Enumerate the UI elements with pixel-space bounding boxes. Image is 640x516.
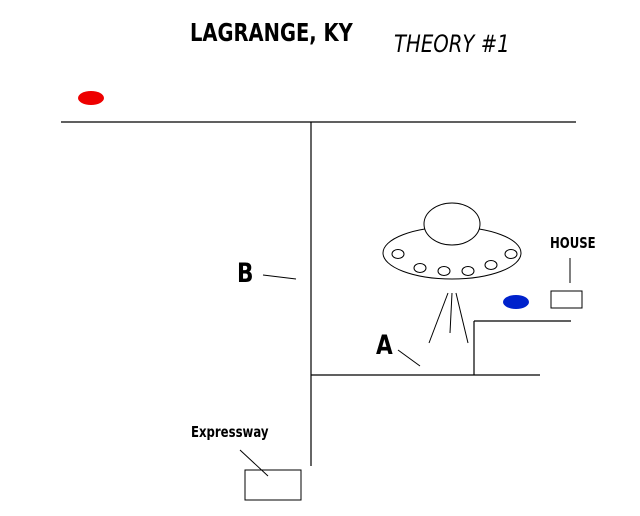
- pointer-expressway: [239, 449, 269, 477]
- pointer-a: [397, 349, 421, 367]
- expressway-label: Expressway: [191, 423, 269, 441]
- theory-label: THEORY #1: [394, 30, 510, 58]
- ufo-light: [413, 263, 427, 273]
- blue-marker: [503, 295, 529, 309]
- ufo-beam: [428, 292, 449, 344]
- ufo-light: [484, 260, 498, 270]
- red-marker: [78, 91, 104, 105]
- road-b-label: B: [237, 258, 254, 289]
- road-a-label: A: [376, 330, 393, 361]
- ufo-icon: [382, 202, 522, 344]
- ufo-light: [437, 266, 451, 276]
- ufo-light: [461, 266, 475, 276]
- house-label: HOUSE: [550, 234, 596, 252]
- ufo-light: [391, 249, 405, 259]
- ufo-dome: [423, 202, 481, 246]
- pointer-b: [262, 274, 297, 280]
- ufo-light: [504, 249, 518, 259]
- house-box: [550, 290, 583, 309]
- map-title: LAGRANGE, KY: [190, 18, 353, 47]
- expressway-box: [244, 469, 302, 501]
- ufo-beam: [449, 292, 453, 334]
- ufo-beam: [455, 292, 469, 344]
